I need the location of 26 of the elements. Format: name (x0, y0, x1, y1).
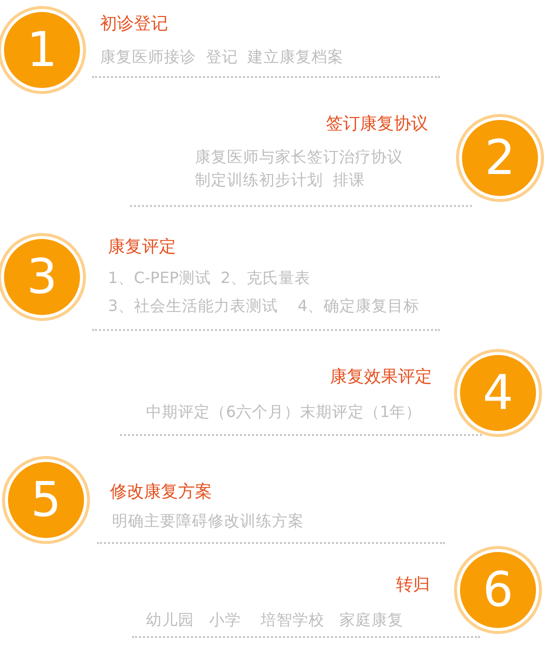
step-circle (462, 120, 538, 196)
step-description: 明确主要障碍修改训练方案 (112, 511, 304, 532)
step-circle (4, 12, 80, 88)
step-circle (8, 462, 84, 538)
step-circle (460, 355, 536, 431)
step-description: 制定训练初步计划 排课 (195, 170, 365, 191)
step-number: 5 (30, 476, 62, 524)
step-description: 康复医师与家长签订治疗协议 (195, 147, 403, 168)
step-title: 康复效果评定 (330, 366, 432, 388)
step-description: 1、C-PEP测试 2、克氏量表 (108, 268, 310, 289)
step-description: 幼儿园 小学 培智学校 家庭康复 (146, 610, 404, 631)
step-number: 1 (26, 26, 58, 74)
step-circle (4, 239, 80, 315)
step-title: 转归 (396, 574, 430, 596)
step-title: 签订康复协议 (326, 113, 428, 135)
step-description: 康复医师接诊 登记 建立康复档案 (100, 47, 344, 68)
step-title: 初诊登记 (100, 13, 168, 35)
step-circle (460, 552, 536, 628)
step-title: 修改康复方案 (110, 481, 212, 503)
step-number: 4 (482, 369, 514, 417)
step-number: 3 (26, 253, 58, 301)
step-description: 中期评定（6六个月）末期评定（1年） (146, 402, 422, 423)
step-number: 2 (484, 134, 516, 182)
step-number: 6 (482, 566, 514, 614)
step-description: 3、社会生活能力表测试 4、确定康复目标 (108, 296, 420, 317)
step-title: 康复评定 (108, 236, 176, 258)
